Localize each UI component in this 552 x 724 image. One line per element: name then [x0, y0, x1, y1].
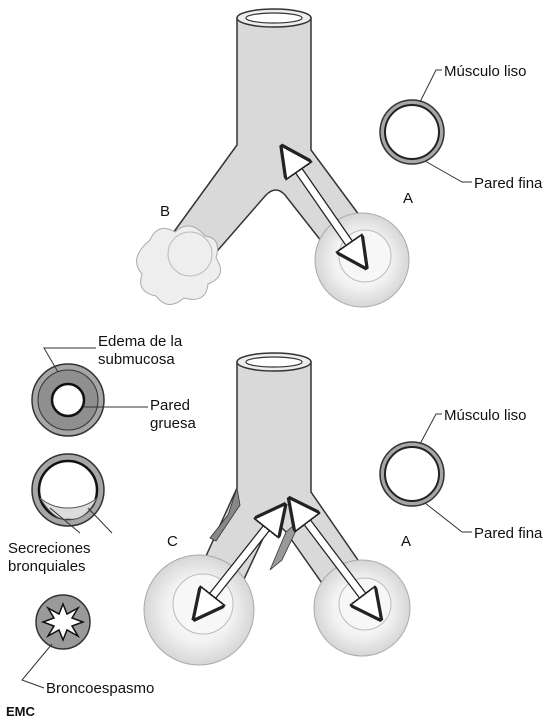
edema-label-line2: submucosa [98, 351, 175, 368]
bottom-normal-bronchus-section [380, 414, 472, 532]
bottom-wall-label: Pared fina [474, 525, 543, 542]
thick-wall-label-line1: Pared [150, 397, 190, 414]
top-alveolus-a [315, 213, 409, 307]
top-label-b: B [160, 203, 170, 220]
bronchospasm-bronchus-section [22, 595, 90, 688]
thick-wall-label-line2: gruesa [150, 415, 197, 432]
top-label-a: A [403, 190, 413, 207]
edema-label-line1: Edema de la [98, 333, 183, 350]
bottom-muscle-label: Músculo liso [444, 407, 527, 424]
secretions-bronchus-section [32, 454, 112, 533]
bottom-panel: C A Músculo liso Pared fina Edema de la … [8, 333, 543, 697]
bronchospasm-label: Broncoespasmo [46, 680, 154, 697]
top-wall-label: Pared fina [474, 175, 543, 192]
emc-logo: EMC [6, 704, 36, 719]
secretions-label-line1: Secreciones [8, 540, 91, 557]
bronchospasm-star-icon [43, 604, 83, 640]
bottom-alveolus-a [314, 560, 410, 656]
top-collapsed-alveolus-b [137, 226, 221, 305]
top-panel: A B Músculo liso Pared fina [137, 9, 543, 307]
top-muscle-label: Músculo liso [444, 63, 527, 80]
top-normal-bronchus-section [380, 70, 472, 182]
secretions-label-line2: bronquiales [8, 558, 86, 575]
bottom-label-c: C [167, 533, 178, 550]
bottom-label-a: A [401, 533, 411, 550]
